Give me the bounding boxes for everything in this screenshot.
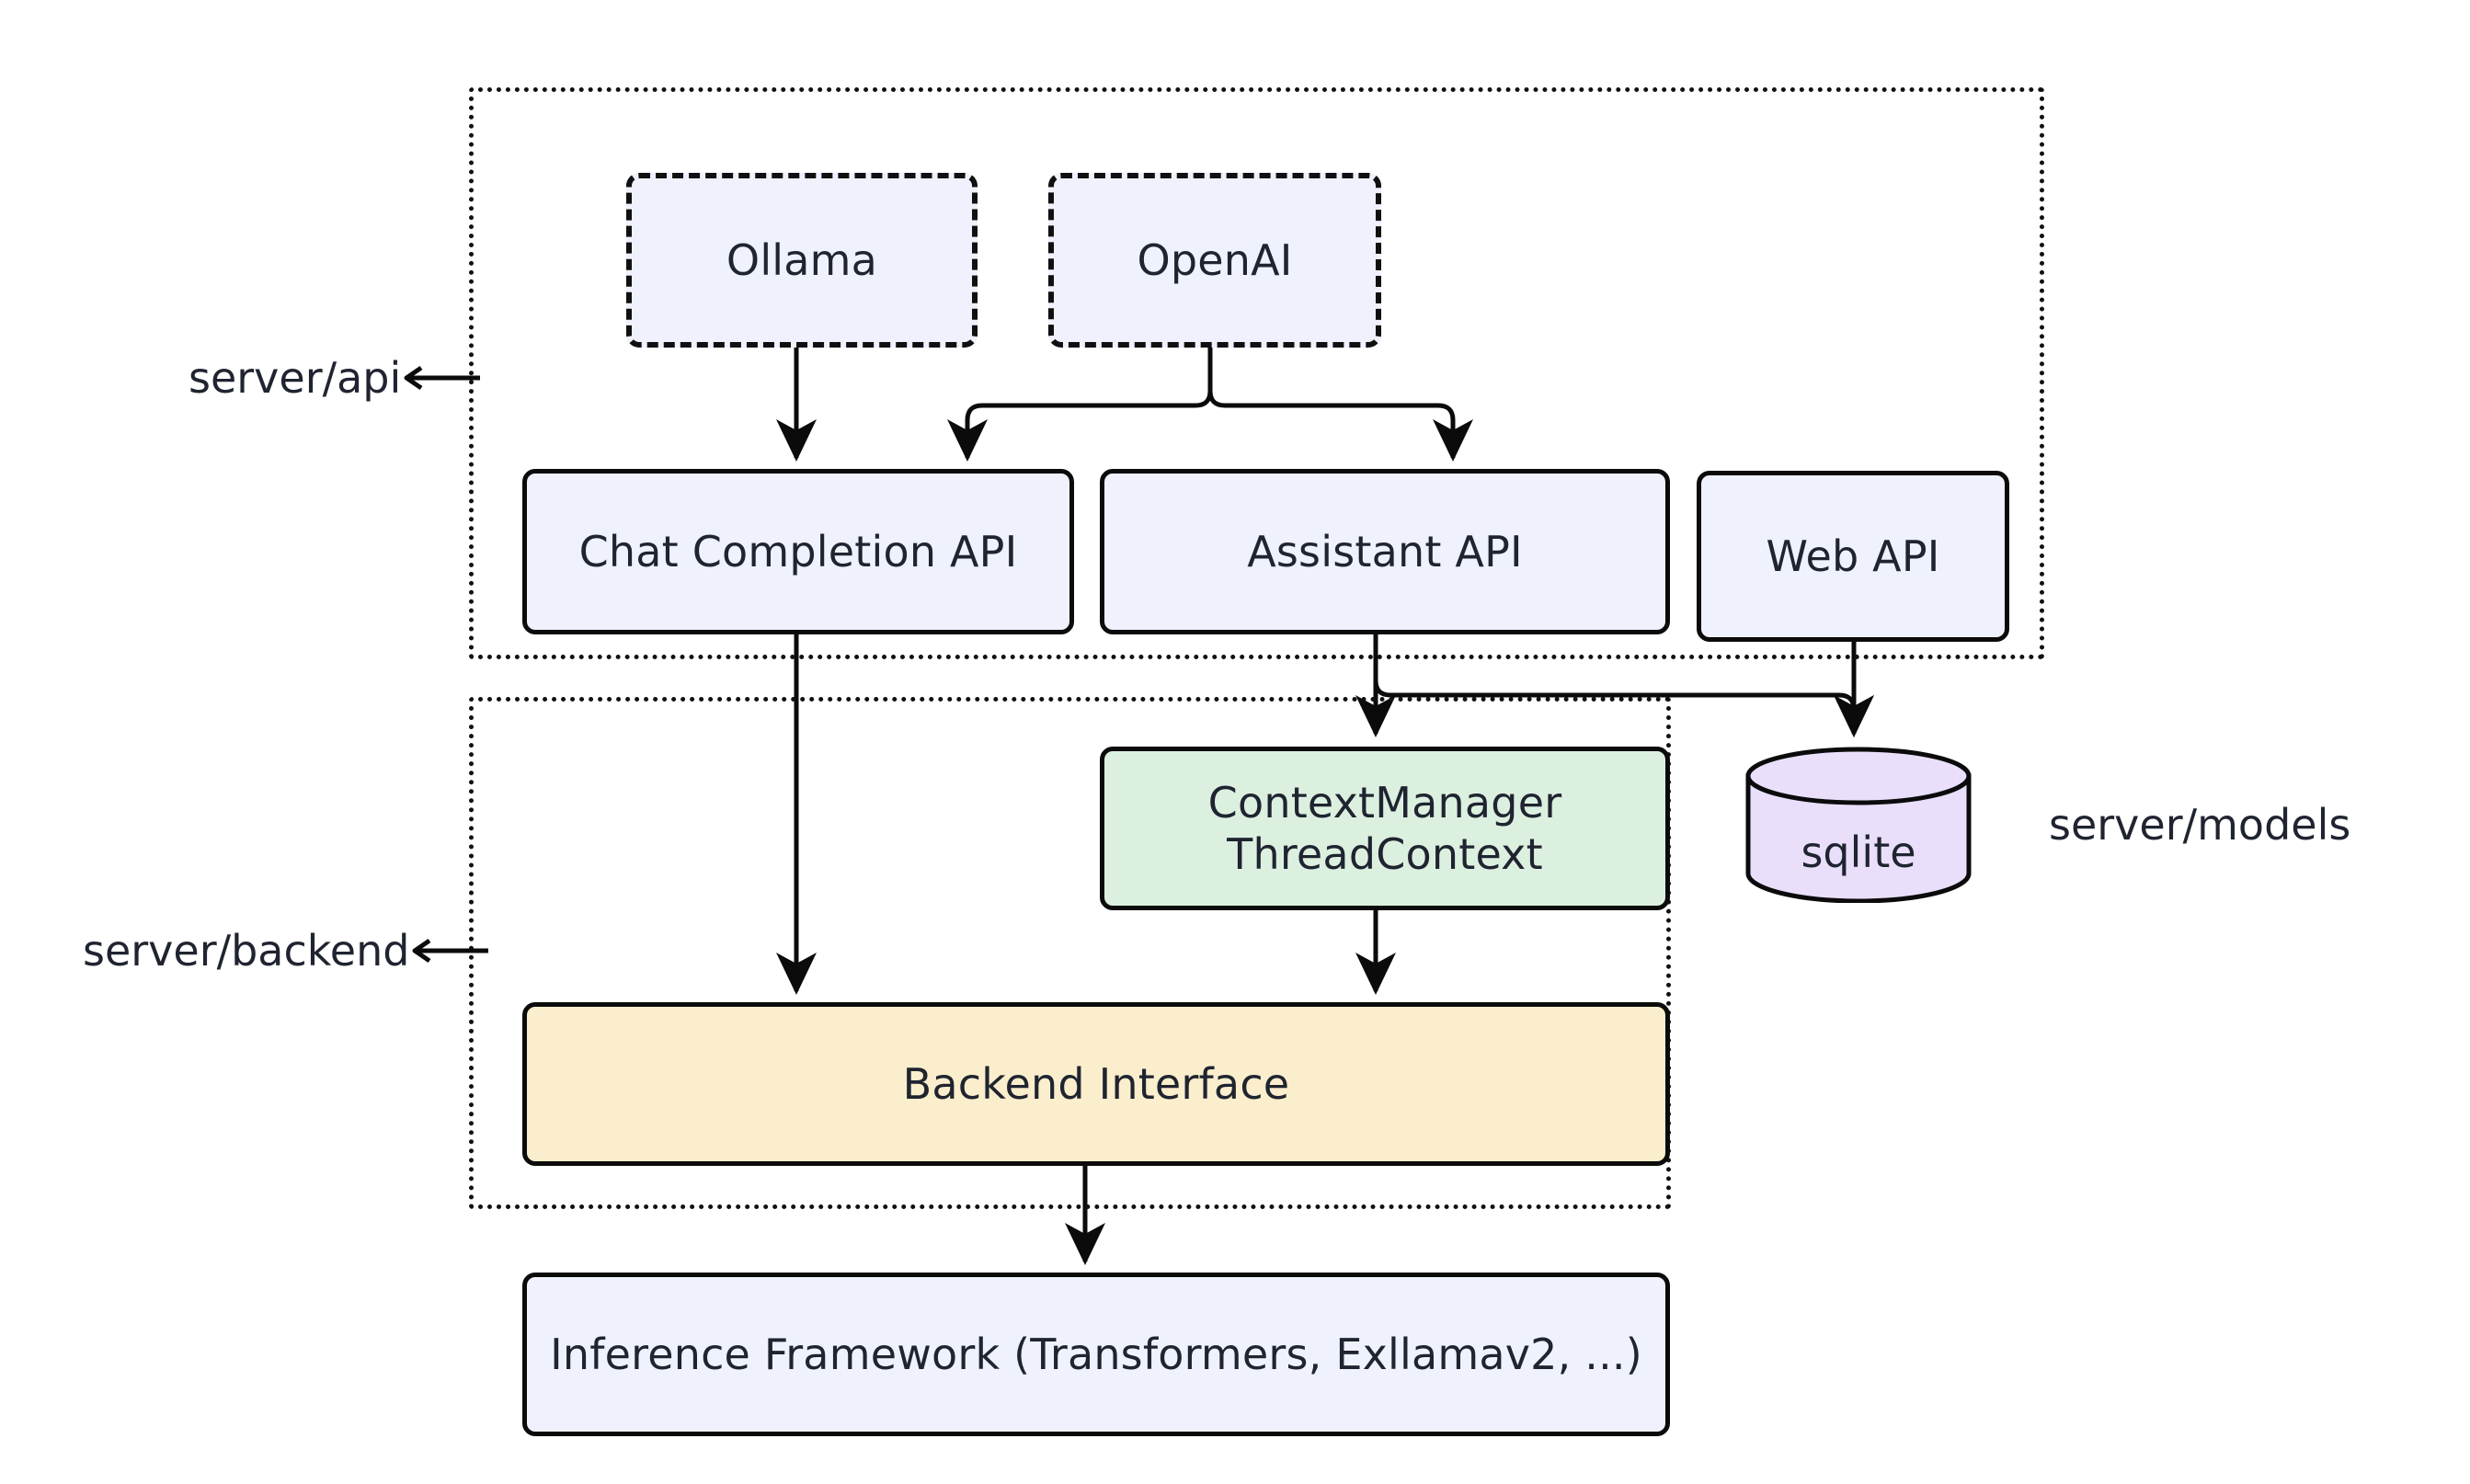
node-ollama[interactable]: Ollama (626, 173, 978, 348)
node-assistant-api-label: Assistant API (1247, 526, 1523, 576)
node-context-manager[interactable]: ContextManager ThreadContext (1100, 747, 1670, 910)
node-backend-interface[interactable]: Backend Interface (522, 1002, 1670, 1166)
node-backend-interface-label: Backend Interface (902, 1058, 1290, 1109)
server-backend-arrow-icon (412, 938, 489, 963)
node-web-api[interactable]: Web API (1697, 471, 2009, 642)
label-server-models: server/models (2049, 800, 2350, 850)
node-inference-framework[interactable]: Inference Framework (Transformers, Exlla… (522, 1273, 1670, 1436)
group-server-api (469, 87, 2044, 659)
label-server-backend-text: server/backend (83, 925, 410, 976)
node-context-manager-line1: ContextManager (1207, 777, 1562, 828)
group-server-backend (469, 697, 1671, 1209)
node-openai-label: OpenAI (1137, 234, 1293, 285)
node-ollama-label: Ollama (726, 234, 878, 285)
node-openai[interactable]: OpenAI (1048, 173, 1381, 348)
label-server-backend: server/backend (83, 922, 489, 976)
node-web-api-label: Web API (1766, 531, 1940, 581)
node-chat-completion-api[interactable]: Chat Completion API (522, 469, 1074, 634)
node-inference-framework-label: Inference Framework (Transformers, Exlla… (550, 1329, 1642, 1379)
label-server-models-text: server/models (2049, 800, 2351, 850)
node-sqlite[interactable] (1744, 747, 1973, 904)
node-chat-completion-api-label: Chat Completion API (578, 526, 1018, 576)
node-context-manager-line2: ThreadContext (1227, 829, 1543, 879)
label-server-api: server/api (189, 349, 481, 403)
server-api-arrow-icon (404, 365, 481, 390)
node-assistant-api[interactable]: Assistant API (1100, 469, 1670, 634)
label-server-api-text: server/api (189, 352, 402, 403)
